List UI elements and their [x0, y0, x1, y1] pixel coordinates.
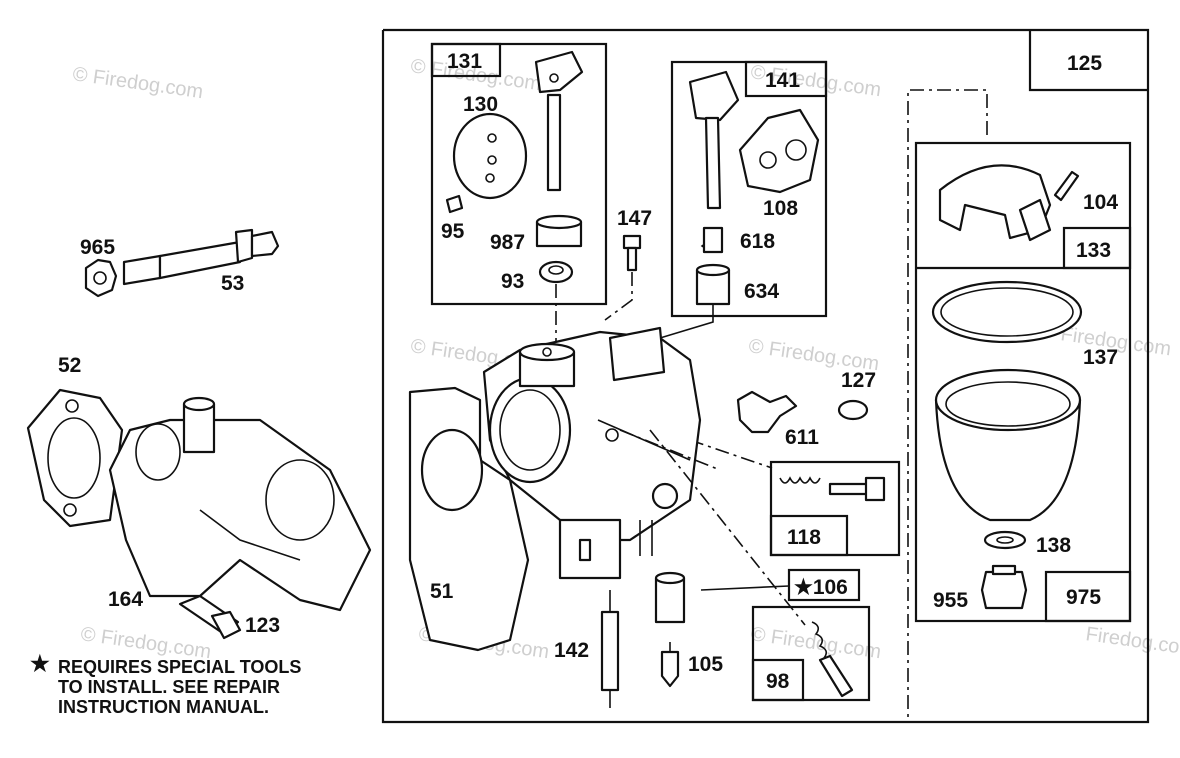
callout-box-975: [1044, 570, 1132, 623]
callout-52: 52: [58, 354, 81, 377]
special-tools-note: ★ REQUIRES SPECIAL TOOLS TO INSTALL. SEE…: [30, 651, 301, 717]
callout-618: 618: [740, 230, 775, 253]
kit-box-131: [430, 42, 608, 306]
screw-147: [622, 234, 642, 250]
callout-975: 975: [1066, 586, 1101, 609]
callout-104: 104: [1083, 191, 1118, 214]
callout-118: 118: [787, 526, 821, 549]
callout-131: 131: [447, 50, 482, 73]
callout-123: 123: [245, 614, 280, 637]
screw-95: [445, 194, 464, 214]
callout-147: 147: [617, 207, 652, 230]
callout-93: 93: [501, 270, 524, 293]
seat-106: [654, 576, 686, 624]
assembly-frame-125: [381, 28, 1150, 724]
callout-box-118: [769, 514, 849, 557]
plug-127: [837, 399, 869, 421]
callout-138: 138: [1036, 534, 1071, 557]
callout-987: 987: [490, 231, 525, 254]
callout-611: 611: [785, 426, 819, 449]
nut-965: [84, 258, 118, 298]
callout-box-125: [1028, 30, 1148, 92]
callout-box-141: [744, 60, 828, 98]
callout-box-133: [1062, 226, 1132, 270]
callout-137: 137: [1083, 346, 1118, 369]
callout-106: ★106: [794, 576, 848, 599]
callout-965: 965: [80, 236, 115, 259]
note-line-1: REQUIRES SPECIAL TOOLS: [58, 657, 301, 677]
callout-125: 125: [1067, 52, 1102, 75]
note-line-2: TO INSTALL. SEE REPAIR: [58, 677, 280, 697]
callout-130: 130: [463, 93, 498, 116]
callout-141: 141: [765, 69, 800, 92]
leader-line: [604, 272, 633, 321]
idle-screw-118: [828, 482, 870, 496]
seal-93: [538, 260, 574, 284]
fitting-611: [736, 390, 798, 434]
bowl-gasket: [931, 280, 1083, 344]
callout-133: 133: [1076, 239, 1111, 262]
note-line-3: INSTRUCTION MANUAL.: [58, 697, 269, 717]
leader-line: [689, 439, 773, 469]
mixture-screw-98: [818, 654, 854, 698]
emulsion-tube-142: [600, 610, 620, 692]
bowl-nut-955: [980, 570, 1028, 610]
carburetor-body: [482, 326, 806, 626]
callout-53: 53: [221, 272, 244, 295]
needle-105: [660, 650, 680, 688]
spring-618: [702, 226, 724, 254]
washer-138: [983, 530, 1027, 550]
callout-634: 634: [744, 280, 779, 303]
watermark: © Firedog.com: [749, 623, 882, 663]
kit-box-98: [751, 605, 871, 702]
choke-plate-108: [738, 108, 820, 194]
choke-lever: [688, 70, 740, 122]
float-bowl-137: [934, 398, 1082, 522]
callout-955: 955: [933, 589, 968, 612]
leader-line: [907, 89, 988, 722]
choke-shaft: [704, 116, 722, 210]
throttle-lever: [534, 50, 584, 94]
kit-box-975: [914, 141, 1132, 623]
spring-118: [779, 476, 821, 484]
watermark: Firedog.com: [1084, 623, 1180, 660]
float-pin-104: [1053, 170, 1080, 202]
callout-127: 127: [841, 369, 876, 392]
callout-164: 164: [108, 588, 143, 611]
star-icon: ★: [30, 651, 50, 676]
callout-142: 142: [554, 639, 589, 662]
stud-53: [122, 254, 162, 286]
callout-box-106: [787, 568, 861, 602]
watermark: © Firedog.com: [71, 63, 204, 103]
callout-108: 108: [763, 197, 798, 220]
callout-box-131: [430, 42, 502, 78]
callout-box-98: [751, 658, 805, 702]
callout-51: 51: [430, 580, 454, 603]
callout-95: 95: [441, 220, 465, 243]
callout-105: 105: [688, 653, 723, 676]
callout-98: 98: [766, 670, 790, 693]
throttle-shaft: [546, 93, 562, 192]
intake-manifold-164: [108, 418, 372, 612]
